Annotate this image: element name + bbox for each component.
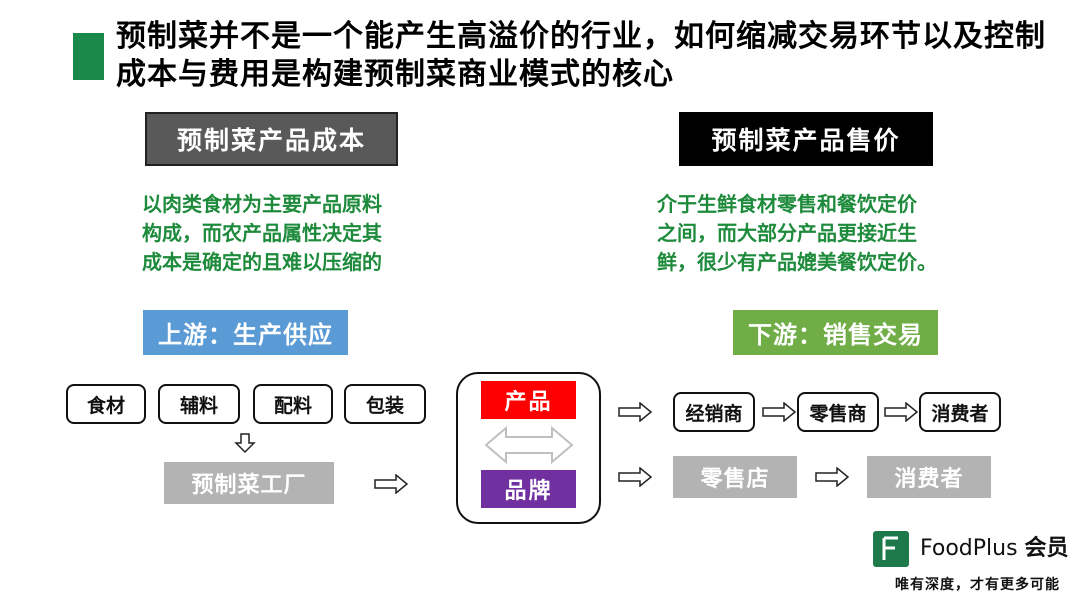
price-desc-line: 介于生鲜食材零售和餐饮定价 [657, 192, 917, 216]
logo-name: FoodPlus [920, 536, 1018, 561]
right-arrow-icon [618, 401, 653, 423]
input-accessories: 辅料 [158, 384, 240, 424]
consumer-box: 消费者 [867, 456, 991, 498]
right-arrow-icon [762, 401, 797, 423]
title-accent-bar [73, 33, 104, 80]
price-desc-line: 鲜，很少有产品媲美餐饮定价。 [657, 250, 937, 274]
input-seasonings: 配料 [253, 384, 333, 424]
down-arrow-icon [230, 432, 260, 454]
foodplus-logo-icon [873, 531, 909, 567]
brand-box: 品牌 [481, 470, 576, 508]
right-arrow-icon [618, 466, 653, 488]
upstream-label: 上游：生产供应 [143, 310, 348, 355]
title-line-2: 成本与费用是构建预制菜商业模式的核心 [116, 57, 674, 92]
title-line-1: 预制菜并不是一个能产生高溢价的行业，如何缩减交易环节以及控制 [116, 19, 1046, 54]
right-arrow-icon [884, 401, 919, 423]
cost-description: 以肉类食材为主要产品原料 构成，而农产品属性决定其 成本是确定的且难以压缩的 [142, 190, 412, 277]
double-arrow-icon [484, 425, 574, 465]
price-description: 介于生鲜食材零售和餐饮定价 之间，而大部分产品更接近生 鲜，很少有产品媲美餐饮定… [657, 190, 957, 277]
input-packaging: 包装 [344, 384, 426, 424]
input-ingredients: 食材 [66, 384, 146, 424]
chain-distributor: 经销商 [673, 392, 755, 432]
page-title: 预制菜并不是一个能产生高溢价的行业，如何缩减交易环节以及控制 成本与费用是构建预… [116, 18, 1066, 94]
price-header: 预制菜产品售价 [679, 112, 933, 166]
factory-box: 预制菜工厂 [164, 462, 334, 504]
logo-suffix: 会员 [1024, 536, 1069, 561]
chain-consumer: 消费者 [919, 392, 1001, 432]
cost-desc-line: 构成，而农产品属性决定其 [142, 221, 382, 245]
logo-tagline: 唯有深度，才有更多可能 [895, 577, 1060, 593]
cost-desc-line: 以肉类食材为主要产品原料 [142, 192, 382, 216]
cost-header: 预制菜产品成本 [145, 112, 398, 166]
right-arrow-icon [815, 466, 850, 488]
downstream-label: 下游：销售交易 [733, 310, 938, 355]
right-arrow-icon [374, 473, 409, 495]
logo-text: FoodPlus 会员 [920, 535, 1069, 563]
cost-desc-line: 成本是确定的且难以压缩的 [142, 250, 382, 274]
chain-retailer: 零售商 [797, 392, 879, 432]
retail-store-box: 零售店 [673, 456, 797, 498]
price-desc-line: 之间，而大部分产品更接近生 [657, 221, 917, 245]
product-box: 产品 [481, 381, 576, 419]
